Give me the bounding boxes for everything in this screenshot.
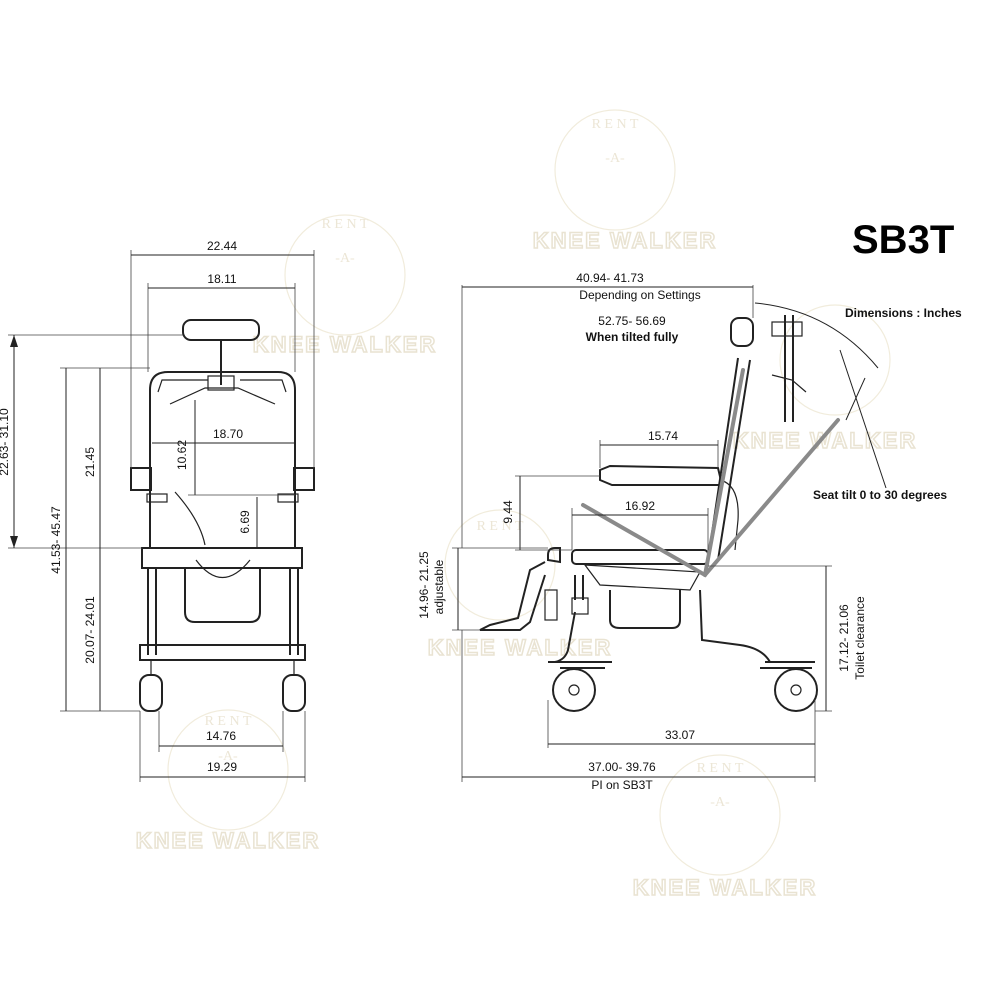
front-view-dimensions: 22.44 18.11 18.70 10.62 6.69 21.45 22.63… bbox=[0, 239, 315, 782]
arrow-up bbox=[10, 335, 18, 347]
dim-headrest-range: 22.63- 31.10 bbox=[0, 408, 11, 476]
side-seat-mechanism bbox=[583, 564, 701, 591]
watermark-a: -A- bbox=[605, 151, 625, 166]
headrest-clamp bbox=[207, 375, 235, 391]
watermark-rent: R E N T bbox=[697, 761, 744, 776]
side-armrest bbox=[599, 464, 724, 486]
dim-overall-width: 22.44 bbox=[207, 239, 237, 253]
armrest-bracket-left bbox=[146, 493, 168, 503]
dim-overall-length-note: Depending on Settings bbox=[579, 288, 700, 302]
dim-armrest-to-seat: 6.69 bbox=[238, 510, 252, 534]
dim-footrest-note: adjustable bbox=[432, 559, 446, 614]
watermark-side-bottom: R E N T -A- KNEE WALKER bbox=[632, 754, 818, 901]
dim-footprint: 37.00- 39.76 bbox=[588, 760, 656, 774]
armrest-left bbox=[130, 467, 152, 491]
side-front-leg bbox=[574, 575, 584, 600]
tilt-ref-line bbox=[845, 377, 866, 421]
side-view-tilt-outline bbox=[581, 368, 840, 578]
side-commode-pan bbox=[609, 590, 681, 629]
dim-base-width: 19.29 bbox=[207, 760, 237, 774]
dim-wheelbase: 33.07 bbox=[665, 728, 695, 742]
watermark-side-lower: R E N T KNEE WALKER bbox=[427, 509, 613, 661]
castor-right bbox=[282, 674, 306, 712]
watermark-rent: R E N T bbox=[205, 714, 252, 729]
front-view-chair bbox=[130, 319, 315, 712]
dim-tilted-length: 52.75- 56.69 bbox=[598, 314, 666, 328]
side-seat bbox=[571, 549, 709, 565]
side-footrest-hanger bbox=[547, 547, 561, 564]
backrest-strap bbox=[169, 387, 276, 405]
side-headrest bbox=[730, 317, 754, 347]
armrest-bracket-right bbox=[277, 493, 299, 503]
backrest-cable bbox=[174, 491, 206, 546]
dim-footrest-range: 14.96- 21.25 bbox=[417, 551, 431, 619]
dim-toilet-clearance-note: Toilet clearance bbox=[853, 596, 867, 680]
watermark-brand: KNEE WALKER bbox=[253, 332, 438, 357]
commode-pan bbox=[184, 568, 261, 623]
watermark-front-bottom: R E N T -A- KNEE WALKER bbox=[135, 709, 321, 854]
watermark-brand: KNEE WALKER bbox=[733, 428, 918, 453]
side-wheel-front bbox=[552, 668, 596, 712]
page-title: SB3T bbox=[852, 218, 954, 262]
tilt-leader bbox=[839, 349, 887, 489]
watermark-brand: KNEE WALKER bbox=[533, 228, 718, 253]
backrest-top-rail bbox=[157, 379, 287, 393]
tilt-arc bbox=[754, 302, 879, 369]
watermark-front-top: R E N T -A- KNEE WALKER bbox=[252, 214, 438, 358]
dim-seat-height: 20.07- 24.01 bbox=[83, 596, 97, 664]
leg-right bbox=[289, 568, 299, 655]
seat bbox=[141, 547, 303, 569]
units-note: Dimensions : Inches bbox=[845, 306, 962, 320]
dim-footprint-note: PI on SB3T bbox=[591, 778, 653, 792]
watermark-a: -A- bbox=[218, 749, 238, 764]
arrow-down bbox=[10, 536, 18, 548]
dim-armrest-length: 15.74 bbox=[648, 429, 678, 443]
side-base-rear bbox=[699, 589, 785, 663]
watermark-rent: R E N T bbox=[322, 217, 369, 232]
watermark-a: -A- bbox=[335, 251, 355, 266]
side-view-chair bbox=[479, 315, 818, 712]
watermark-brand: KNEE WALKER bbox=[428, 635, 613, 660]
dim-backrest-height: 10.62 bbox=[175, 440, 189, 470]
watermark-side-top: R E N T -A- KNEE WALKER bbox=[532, 109, 718, 254]
leg-left bbox=[147, 568, 157, 655]
watermark-rent: R E N T bbox=[477, 519, 524, 534]
seat-tilt-note: Seat tilt 0 to 30 degrees bbox=[813, 488, 947, 502]
watermark-group: R E N T -A- KNEE WALKER R E N T -A- KNEE… bbox=[135, 109, 918, 901]
dim-overall-height: 41.53- 45.47 bbox=[49, 506, 63, 574]
dim-seat-depth: 16.92 bbox=[625, 499, 655, 513]
side-view-dimensions: 40.94- 41.73 Depending on Settings 52.75… bbox=[417, 271, 887, 792]
base-crossbar bbox=[139, 644, 306, 661]
commode-opening bbox=[195, 559, 251, 578]
dim-wheel-track: 14.76 bbox=[206, 729, 236, 743]
dim-toilet-clearance: 17.12- 21.06 bbox=[837, 604, 851, 672]
dim-overall-length: 40.94- 41.73 bbox=[576, 271, 644, 285]
dim-tilted-length-note: When tilted fully bbox=[586, 330, 679, 344]
side-footrest-bracket bbox=[544, 589, 558, 621]
watermark-a: -A- bbox=[710, 795, 730, 810]
castor-left bbox=[139, 674, 163, 712]
watermark-side-mid: KNEE WALKER bbox=[732, 304, 918, 454]
side-headrest-clamp bbox=[771, 321, 803, 337]
dim-seat-to-armrest-top: 21.45 bbox=[83, 447, 97, 477]
watermark-brand: KNEE WALKER bbox=[633, 875, 818, 900]
dim-seat-width: 18.70 bbox=[213, 427, 243, 441]
armrest-right bbox=[293, 467, 315, 491]
side-backrest-rear bbox=[717, 359, 751, 561]
side-wheel-rear-hub bbox=[790, 684, 802, 696]
dim-armrest-height: 9.44 bbox=[501, 500, 515, 524]
side-leg-clamp bbox=[571, 597, 589, 615]
side-wheel-front-hub bbox=[568, 684, 580, 696]
side-footrest bbox=[479, 561, 546, 631]
side-wheel-rear bbox=[774, 668, 818, 712]
headrest bbox=[182, 319, 260, 341]
watermark-rent: R E N T bbox=[592, 117, 639, 132]
backrest-frame bbox=[149, 371, 296, 548]
dim-inner-width: 18.11 bbox=[207, 272, 236, 286]
watermark-brand: KNEE WALKER bbox=[136, 828, 321, 853]
tilt-backrest-line bbox=[703, 368, 745, 577]
side-headrest-lever bbox=[771, 374, 807, 393]
